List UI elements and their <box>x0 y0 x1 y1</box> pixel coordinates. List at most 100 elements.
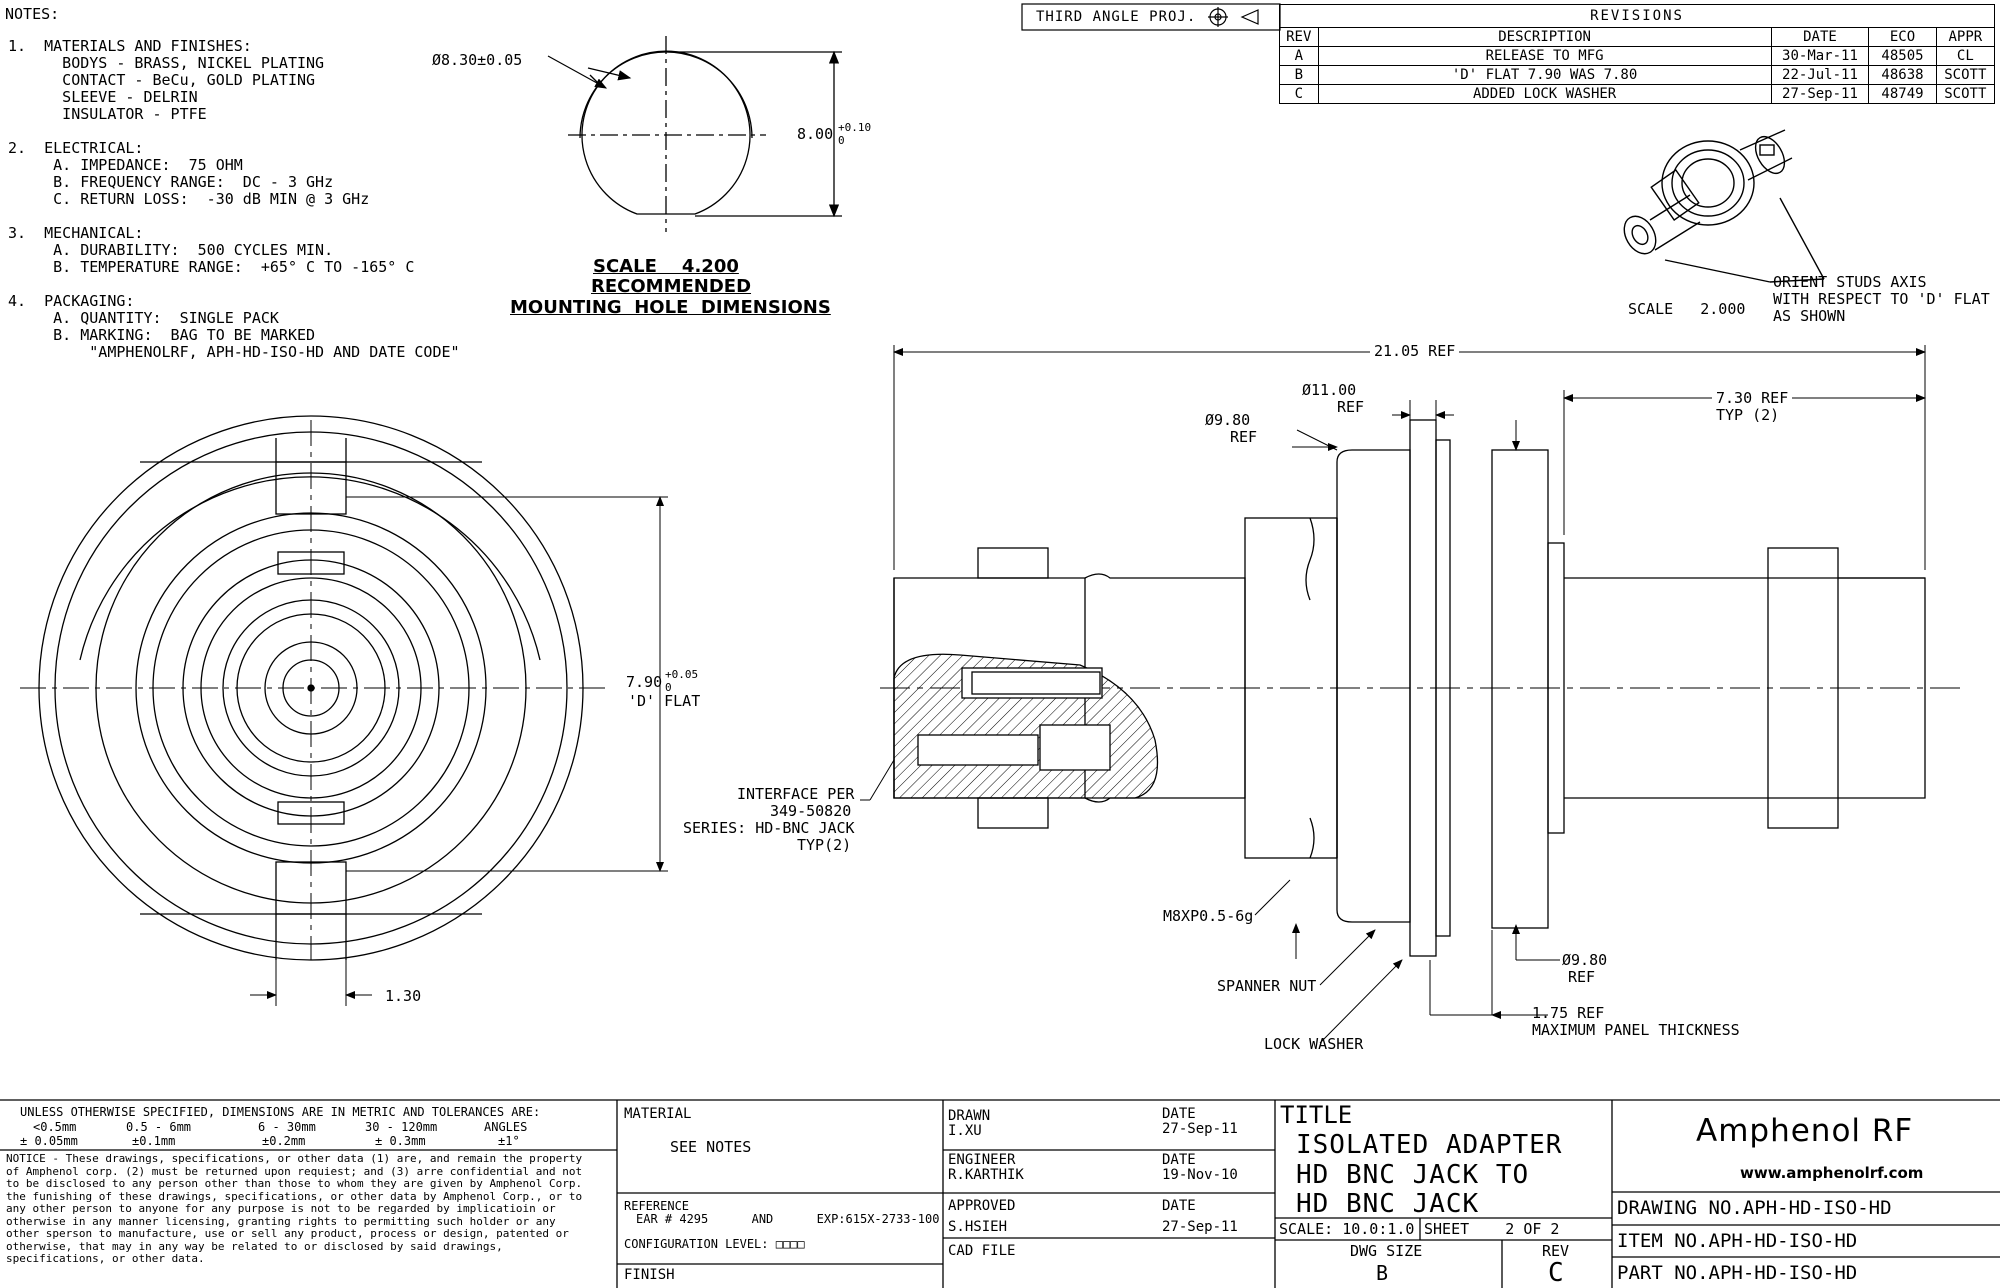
part-number: PART NO.APH-HD-ISO-HD <box>1617 1262 1858 1284</box>
front-view <box>20 415 668 1006</box>
revision-cell: 48638 <box>1868 65 1937 85</box>
revision-cell: 'D' FLAT 7.90 WAS 7.80 <box>1317 65 1772 85</box>
interface-note-4: TYP(2) <box>797 836 852 854</box>
tol-value-4: ± 0.3mm <box>375 1134 426 1148</box>
stud-width-dim: 1.30 <box>385 987 422 1005</box>
rev-label: REV <box>1542 1242 1570 1260</box>
iso-note-3: AS SHOWN <box>1773 307 1846 325</box>
interface-note-1: INTERFACE PER <box>737 785 855 803</box>
tol-value-1: ± 0.05mm <box>20 1134 78 1148</box>
note-line: 4. PACKAGING: <box>8 292 135 310</box>
iso-scale: SCALE 2.000 <box>1628 300 1746 318</box>
note-line: CONTACT - BeCu, GOLD PLATING <box>8 71 316 89</box>
note-line: 1. MATERIALS AND FINISHES: <box>8 37 252 55</box>
lock-washer-label: LOCK WASHER <box>1264 1035 1364 1053</box>
revisions-header-cell: DESCRIPTION <box>1317 27 1772 47</box>
hole-title-1: RECOMMENDED <box>591 276 752 297</box>
interface-note-3: SERIES: HD-BNC JACK <box>683 819 855 837</box>
projection-label: THIRD ANGLE PROJ. <box>1036 9 1197 25</box>
revisions-header-cell: APPR <box>1935 27 1996 47</box>
revision-cell: 48505 <box>1868 46 1937 66</box>
hole-height-tol-top: +0.10 <box>838 121 872 134</box>
tol-value-5: ±1° <box>498 1134 520 1148</box>
dia-980-top-ref: REF <box>1230 428 1258 446</box>
note-line: B. MARKING: BAG TO BE MARKED <box>8 326 316 344</box>
tol-value-3: ±0.2mm <box>262 1134 306 1148</box>
drawn-date-label: DATE <box>1162 1106 1196 1122</box>
note-line: SLEEVE - DELRIN <box>8 88 198 106</box>
material-label: MATERIAL <box>624 1106 692 1122</box>
tolerance-header: UNLESS OTHERWISE SPECIFIED, DIMENSIONS A… <box>20 1105 541 1119</box>
note-line: B. FREQUENCY RANGE: DC - 3 GHz <box>8 173 334 191</box>
dflat-dim: 7.90 <box>626 673 663 691</box>
configuration-level: CONFIGURATION LEVEL: □□□□ <box>624 1237 805 1251</box>
hole-scale: SCALE 4.200 <box>593 256 739 277</box>
revision-cell: SCOTT <box>1935 84 1996 104</box>
revision-cell: RELEASE TO MFG <box>1317 46 1772 66</box>
dwg-size-label: DWG SIZE <box>1350 1242 1423 1260</box>
drawing-scale: SCALE: 10.0:1.0 <box>1279 1220 1415 1238</box>
note-line: A. IMPEDANCE: 75 OHM <box>8 156 243 174</box>
drawn-label: DRAWN <box>948 1108 991 1124</box>
engineer-label: ENGINEER <box>948 1152 1016 1168</box>
engineer-name: R.KARTHIK <box>948 1167 1024 1183</box>
thread-spec: M8XP0.5-6g <box>1163 907 1254 925</box>
dwg-size: B <box>1376 1261 1389 1285</box>
material-value: SEE NOTES <box>670 1138 752 1156</box>
company-website: www.amphenolrf.com <box>1740 1164 1924 1182</box>
tol-range-1: <0.5mm <box>33 1120 77 1134</box>
rev-value: C <box>1548 1258 1564 1288</box>
revision-cell: C <box>1279 84 1319 104</box>
drawn-name: I.XU <box>948 1123 982 1139</box>
tol-range-5: ANGLES <box>484 1120 528 1134</box>
dia-980-top-dim: Ø9.80 <box>1205 411 1251 429</box>
approved-date: 27-Sep-11 <box>1162 1219 1238 1235</box>
hole-height: 8.00 <box>797 125 834 143</box>
dflat-label: 'D' FLAT <box>628 692 701 710</box>
note-line: 2. ELECTRICAL: <box>8 139 144 157</box>
hole-diameter: Ø8.30±0.05 <box>432 51 523 69</box>
revisions-header-cell: REV <box>1279 27 1319 47</box>
engineer-date: 19-Nov-10 <box>1162 1167 1238 1183</box>
len-730-typ: TYP (2) <box>1716 406 1780 424</box>
proprietary-notice: NOTICE - These drawings, specifications,… <box>6 1152 583 1265</box>
dia-11-ref: REF <box>1337 398 1365 416</box>
title-label: TITLE <box>1280 1101 1353 1129</box>
revisions-header-cell: ECO <box>1868 27 1937 47</box>
iso-note-1: ORIENT STUDS AXIS <box>1773 273 1927 291</box>
overall-length-dim: 21.05 REF <box>1370 343 1460 360</box>
isometric-view <box>1623 129 1825 283</box>
revision-cell: 27-Sep-11 <box>1770 84 1870 104</box>
note-line: C. RETURN LOSS: -30 dB MIN @ 3 GHz <box>8 190 370 208</box>
iso-note-2: WITH RESPECT TO 'D' FLAT <box>1773 290 1990 308</box>
panel-thickness-dim: 1.75 REF <box>1532 1004 1605 1022</box>
dflat-tol-top: +0.05 <box>665 668 699 681</box>
tol-range-3: 6 - 30mm <box>258 1120 316 1134</box>
revision-cell: 48749 <box>1868 84 1937 104</box>
reference-label: REFERENCE <box>624 1199 690 1213</box>
mounting-hole-view <box>568 36 842 232</box>
approved-date-label: DATE <box>1162 1198 1196 1214</box>
dflat-tol-bot: 0 <box>665 681 672 694</box>
approved-name: S.HSIEH <box>948 1219 1008 1235</box>
dia-980-bot-ref: REF <box>1568 968 1596 986</box>
tol-range-4: 30 - 120mm <box>365 1120 438 1134</box>
cad-file-label: CAD FILE <box>948 1243 1016 1259</box>
title-block-frame <box>0 1099 2000 1288</box>
sheet-number: SHEET 2 OF 2 <box>1424 1220 1560 1238</box>
drawing-number: DRAWING NO.APH-HD-ISO-HD <box>1617 1197 1892 1219</box>
note-line: "AMPHENOLRF, APH-HD-ISO-HD AND DATE CODE… <box>8 343 460 361</box>
item-number: ITEM NO.APH-HD-ISO-HD <box>1617 1230 1858 1252</box>
note-line: 3. MECHANICAL: <box>8 224 144 242</box>
note-line: A. QUANTITY: SINGLE PACK <box>8 309 279 327</box>
reference-value: EAR # 4295 AND EXP:615X-2733-100 <box>636 1212 940 1226</box>
notes-list: 1. MATERIALS AND FINISHES: BODYS - BRASS… <box>8 38 460 361</box>
drawn-date: 27-Sep-11 <box>1162 1121 1238 1137</box>
revision-cell: SCOTT <box>1935 65 1996 85</box>
tol-value-2: ±0.1mm <box>132 1134 176 1148</box>
